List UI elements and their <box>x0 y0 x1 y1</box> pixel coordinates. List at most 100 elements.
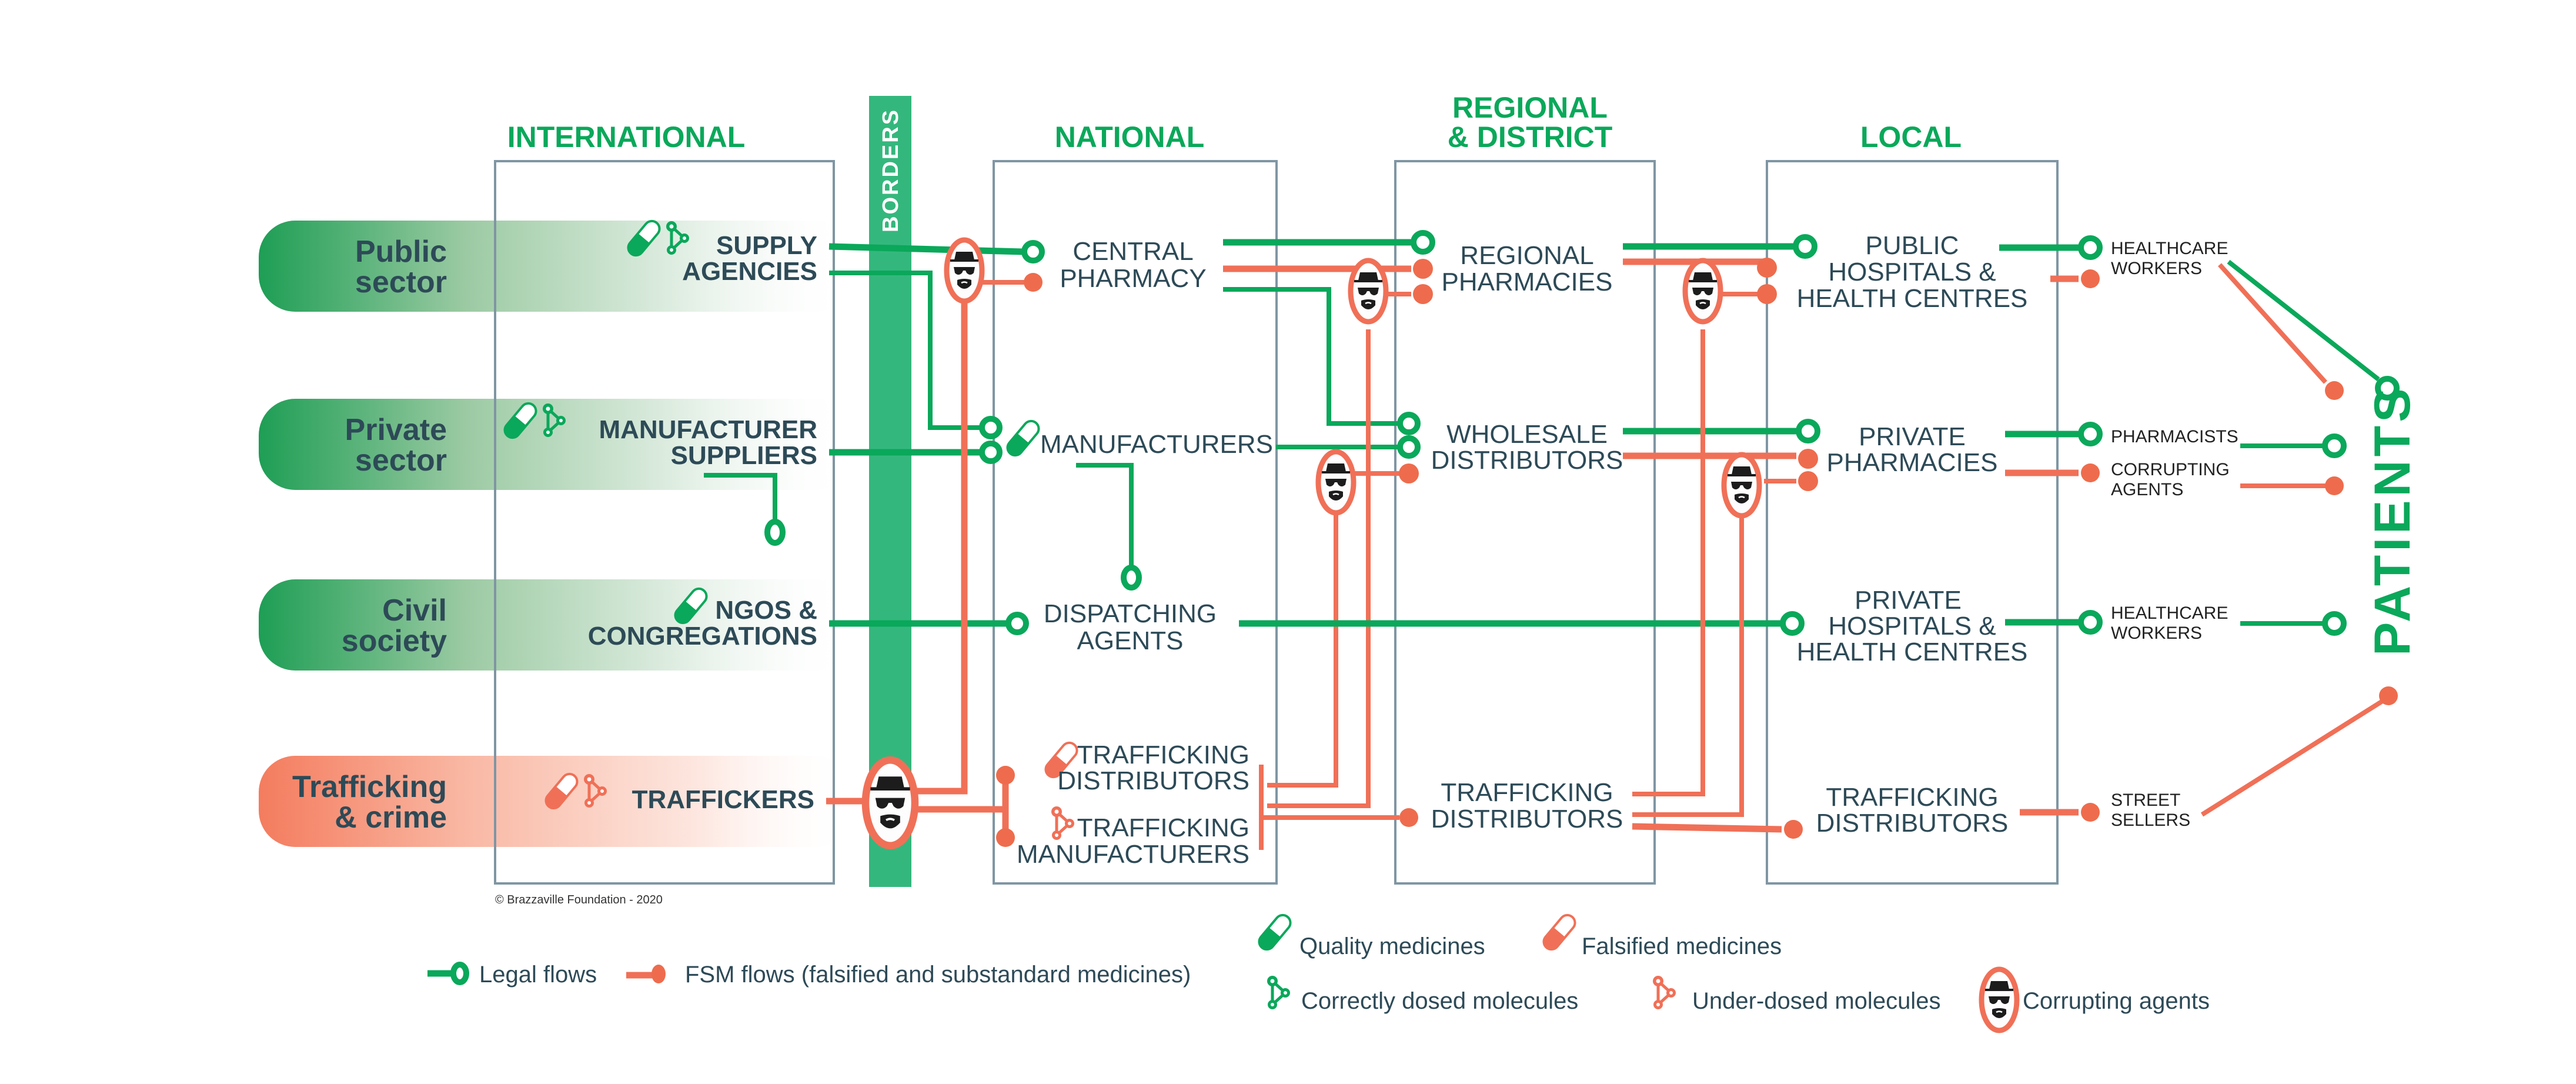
legend: Legal flows FSM flows (falsified and sub… <box>427 910 2210 1030</box>
flow-regional-trafficking-to-local-trafficking <box>1632 823 1782 833</box>
corrupting-agent-icon <box>947 240 982 301</box>
row-label-private-sector: Private sector <box>259 399 853 490</box>
corrupting-agent-icon <box>1724 455 1759 516</box>
svg-text:sector: sector <box>355 265 447 299</box>
legend-correctly-dosed: Correctly dosed molecules <box>1267 976 1578 1014</box>
header-local: LOCAL <box>1860 121 1962 154</box>
svg-text:PHARMACIES: PHARMACIES <box>1827 448 1998 477</box>
flow-supply-to-central <box>828 243 1024 255</box>
correct-molecule-icon <box>1267 976 1290 1009</box>
legend-quality-medicines: Quality medicines <box>1255 910 1485 959</box>
header-regional-line2: & DISTRICT <box>1448 121 1613 154</box>
svg-text:Corrupting agents: Corrupting agents <box>2023 988 2210 1014</box>
node-national-trafficking-manufacturers: TRAFFICKING <box>1077 813 1249 842</box>
legend-corrupting-agents: Corrupting agents <box>1982 969 2210 1030</box>
international-box <box>494 160 835 885</box>
row-label-public-sector: Public sector <box>259 221 853 312</box>
svg-text:HOSPITALS &: HOSPITALS & <box>1828 258 1996 286</box>
svg-text:SELLERS: SELLERS <box>2111 811 2190 830</box>
svg-text:AGENTS: AGENTS <box>1077 626 1184 655</box>
svg-text:DISTRIBUTORS: DISTRIBUTORS <box>1431 805 1623 833</box>
header-regional-line1: REGIONAL <box>1452 91 1608 124</box>
svg-text:& crime: & crime <box>335 801 447 835</box>
patients-label: PATIENTS <box>2364 385 2421 656</box>
header-international: INTERNATIONAL <box>507 121 746 154</box>
legend-under-dosed: Under-dosed molecules <box>1653 976 1940 1014</box>
svg-text:Civil: Civil <box>382 593 447 628</box>
svg-text:WORKERS: WORKERS <box>2111 623 2202 643</box>
node-traffickers: TRAFFICKERS <box>632 785 814 814</box>
node-local-trafficking-distributors: TRAFFICKING <box>1826 783 1998 812</box>
actor-street-sellers: STREET <box>2111 791 2180 810</box>
corrupting-agent-icon <box>1351 261 1386 322</box>
svg-text:DISTRIBUTORS: DISTRIBUTORS <box>1431 446 1623 475</box>
falsified-medicine-icon <box>1539 910 1579 954</box>
flow-end-legal <box>1021 240 1045 264</box>
svg-text:sector: sector <box>355 443 447 478</box>
svg-text:Falsified medicines: Falsified medicines <box>1582 933 1782 959</box>
node-manufacturer-suppliers: MANUFACTURER <box>599 415 817 444</box>
under-dosed-molecule-icon <box>1051 806 1074 840</box>
node-supply-agencies: SUPPLY <box>716 231 817 260</box>
quality-medicine-icon <box>1003 416 1043 460</box>
node-private-hospitals: PRIVATE <box>1855 586 1962 615</box>
corrupting-agent-icon <box>1982 969 2017 1030</box>
flow-manufacturers-to-dispatching <box>1076 463 1134 568</box>
legend-legal-flows: Legal flows <box>427 962 597 988</box>
svg-text:society: society <box>342 624 447 658</box>
actor-pharmacists: PHARMACISTS <box>2111 427 2238 446</box>
node-manufacturers: MANUFACTURERS <box>1040 430 1273 459</box>
svg-text:Trafficking: Trafficking <box>292 770 447 804</box>
node-national-trafficking-distributors: TRAFFICKING <box>1077 741 1249 769</box>
node-regional-trafficking-distributors: TRAFFICKING <box>1441 778 1613 807</box>
actor-healthcare-workers-private: HEALTHCARE <box>2111 603 2228 623</box>
node-private-pharmacies: PRIVATE <box>1859 422 1966 451</box>
legend-fsm-flows: FSM flows (falsified and substandard med… <box>626 962 1191 988</box>
svg-text:MANUFACTURERS: MANUFACTURERS <box>1017 840 1249 869</box>
node-central-pharmacy: CENTRAL <box>1073 237 1193 266</box>
local-box <box>1766 160 2059 885</box>
national-box <box>993 160 1278 885</box>
flow-mfr-suppliers-to-ngos <box>704 473 777 522</box>
flow-central-to-wholesale <box>1223 287 1399 426</box>
node-wholesale-distributors: WHOLESALE <box>1446 420 1608 449</box>
node-dispatching-agents: DISPATCHING <box>1044 599 1217 628</box>
borders-bar <box>869 96 911 887</box>
svg-text:Correctly dosed molecules: Correctly dosed molecules <box>1301 988 1578 1014</box>
header-national: NATIONAL <box>1055 121 1205 154</box>
legend-falsified-medicines: Falsified medicines <box>1539 910 1782 959</box>
svg-text:PHARMACY: PHARMACY <box>1060 264 1206 293</box>
node-ngos: NGOS & <box>715 596 817 625</box>
flow-supply-to-manufacturers <box>829 271 982 430</box>
flow-traffickers-to-central-corruption <box>908 276 968 795</box>
svg-text:HOSPITALS &: HOSPITALS & <box>1828 612 1996 641</box>
copyright: © Brazzaville Foundation - 2020 <box>495 893 663 906</box>
quality-medicine-icon <box>1255 910 1295 954</box>
svg-text:HEALTH CENTRES: HEALTH CENTRES <box>1797 284 2028 313</box>
svg-text:FSM flows (falsified and subst: FSM flows (falsified and substandard med… <box>685 962 1191 988</box>
svg-text:HEALTH CENTRES: HEALTH CENTRES <box>1797 638 2028 666</box>
svg-text:SUPPLIERS: SUPPLIERS <box>671 441 817 470</box>
svg-text:DISTRIBUTORS: DISTRIBUTORS <box>1816 809 2009 838</box>
svg-text:DISTRIBUTORS: DISTRIBUTORS <box>1057 766 1249 795</box>
actor-healthcare-workers-public: HEALTHCARE <box>2111 239 2228 258</box>
svg-text:Public: Public <box>355 235 447 269</box>
node-public-hospitals: PUBLIC <box>1866 231 1959 260</box>
svg-text:CONGREGATIONS: CONGREGATIONS <box>588 622 817 651</box>
actor-corrupting-agents: CORRUPTING <box>2111 460 2230 479</box>
corrupting-agent-icon <box>1318 452 1354 513</box>
svg-text:Under-dosed molecules: Under-dosed molecules <box>1692 988 1940 1014</box>
svg-text:AGENCIES: AGENCIES <box>682 257 817 286</box>
flows <box>704 230 2400 850</box>
svg-text:AGENTS: AGENTS <box>2111 480 2183 499</box>
regional-box <box>1394 160 1656 885</box>
svg-text:Quality medicines: Quality medicines <box>1299 933 1485 959</box>
under-dosed-molecule-icon <box>1653 976 1676 1009</box>
svg-text:WORKERS: WORKERS <box>2111 259 2202 278</box>
svg-text:PHARMACIES: PHARMACIES <box>1442 268 1613 296</box>
borders-label: BORDERS <box>878 108 903 232</box>
node-regional-pharmacies: REGIONAL <box>1460 241 1593 270</box>
svg-text:Legal flows: Legal flows <box>479 962 597 988</box>
corrupting-agent-icon <box>1685 261 1720 322</box>
